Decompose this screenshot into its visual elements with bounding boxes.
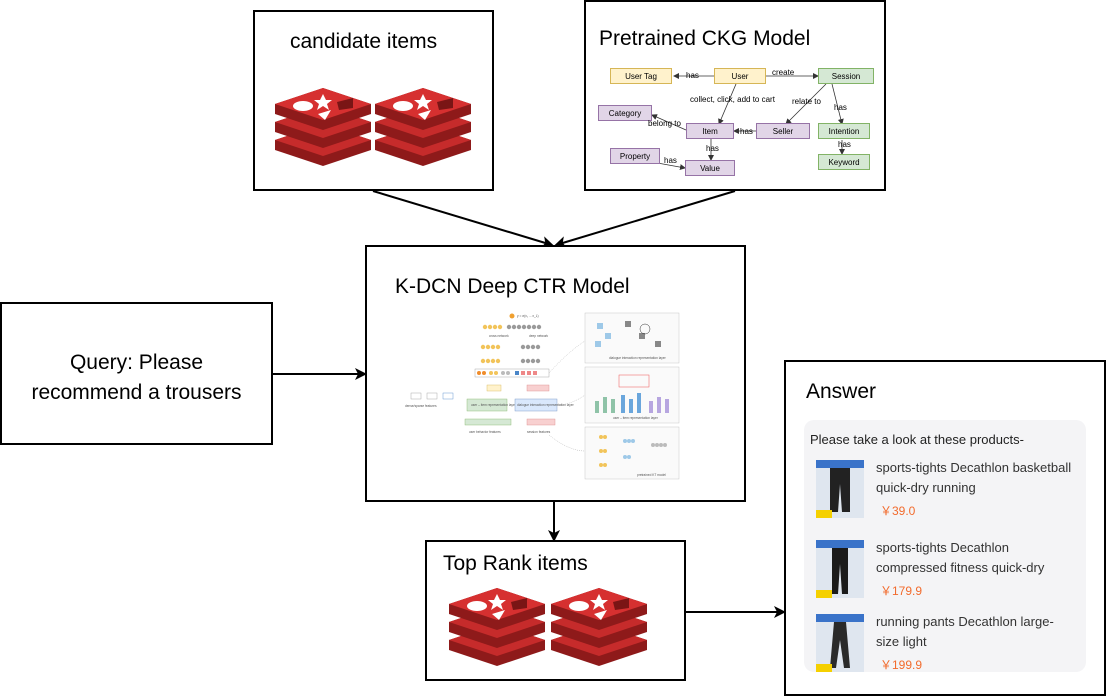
ckg-edges <box>651 73 845 171</box>
product-thumbnail <box>816 614 864 672</box>
query-line-1: Query: Please <box>69 351 204 374</box>
ckg-node-category: Category <box>598 105 652 121</box>
kdcn-session-feat-label: session features <box>527 430 551 434</box>
top-rank-title: Top Rank items <box>443 552 588 575</box>
kdcn-right2-label: user – item representation layer <box>613 416 659 420</box>
ckg-node-property: Property <box>610 148 660 164</box>
ckg-node-keyword: Keyword <box>818 154 870 170</box>
product-price: ￥199.9 <box>880 658 923 672</box>
product-thumbnail <box>816 460 864 518</box>
ckg-node-user-tag: User Tag <box>610 68 672 84</box>
kdcn-right3-label: pretrained KT model <box>637 473 666 477</box>
answer-intro: Please take a look at these products- <box>810 432 1024 447</box>
product-item[interactable]: sports-tights Decathlon basketball quick… <box>816 460 1078 524</box>
product-item[interactable]: sports-tights Decathlon compressed fitne… <box>816 540 1078 604</box>
ckg-node-intention: Intention <box>818 123 870 139</box>
answer-card: Please take a look at these products- sp… <box>804 420 1086 672</box>
kdcn-model-title: K-DCN Deep CTR Model <box>395 275 630 298</box>
kdcn-architecture-figure: y = σ(x₁ ... x_L) cross network deep net… <box>405 312 680 480</box>
ckg-edge-label: has <box>834 103 847 112</box>
ckg-edge-label: belong to <box>648 119 681 128</box>
kdcn-dense-label: dense/sparse features <box>405 404 437 408</box>
ckg-edge-label: relate to <box>792 97 821 106</box>
ckg-edge-label: has <box>706 144 719 153</box>
answer-box: Answer Please take a look at these produ… <box>784 360 1106 696</box>
kdcn-output-label: y = σ(x₁ ... x_L) <box>517 314 539 318</box>
product-price: ￥179.9 <box>880 584 923 598</box>
database-stack-icon <box>375 88 471 166</box>
ckg-edge-label: collect, click, add to cart <box>690 95 775 104</box>
ckg-node-item: Item <box>686 123 734 139</box>
ckg-model-box: Pretrained CKG Model User Tag User Sessi… <box>584 0 886 191</box>
query-text: Query: Please recommend a trousers <box>2 348 271 408</box>
product-name: sports-tights Decathlon basketball quick… <box>876 460 1072 495</box>
ckg-node-seller: Seller <box>756 123 810 139</box>
kdcn-dialog-layer-label: dialogue interaction representation laye… <box>517 403 575 407</box>
product-name: sports-tights Decathlon compressed fitne… <box>876 540 1045 575</box>
product-thumbnail <box>816 540 864 598</box>
query-box: Query: Please recommend a trousers <box>0 302 273 445</box>
database-stack-icon <box>275 88 371 166</box>
product-name: running pants Decathlon large-size light <box>876 614 1054 649</box>
product-price: ￥39.0 <box>880 504 916 518</box>
arrow-candidate-to-model <box>372 190 554 248</box>
query-line-2: recommend a trousers <box>31 381 242 404</box>
ckg-edge-label: create <box>772 68 795 77</box>
candidate-items-box: candidate items <box>253 10 494 191</box>
kdcn-cross-label: cross network <box>489 334 509 338</box>
ckg-edge-label: has <box>838 140 851 149</box>
ckg-edge-label: has <box>664 156 677 165</box>
arrow-ckg-to-model <box>554 190 736 248</box>
product-item[interactable]: running pants Decathlon large-size light… <box>816 614 1078 678</box>
ckg-model-title: Pretrained CKG Model <box>599 27 811 50</box>
top-rank-box: Top Rank items <box>425 540 686 681</box>
ckg-node-session: Session <box>818 68 874 84</box>
ckg-node-value: Value <box>685 160 735 176</box>
kdcn-user-layer-label: user – item representation layer <box>471 403 517 407</box>
database-stack-icon <box>449 588 545 666</box>
answer-title: Answer <box>806 380 877 403</box>
ckg-node-user: User <box>714 68 766 84</box>
kdcn-right1-label: dialogue interaction representation laye… <box>609 356 667 360</box>
database-stack-icon <box>551 588 647 666</box>
ckg-edge-label: has <box>686 71 699 80</box>
kdcn-model-box: K-DCN Deep CTR Model y = σ(x₁ ... x_L) c… <box>365 245 746 502</box>
candidate-items-title: candidate items <box>290 30 438 53</box>
kdcn-user-feat-label: user behavior features <box>469 430 501 434</box>
ckg-edge-label: has <box>740 127 753 136</box>
kdcn-deep-label: deep network <box>529 334 549 338</box>
